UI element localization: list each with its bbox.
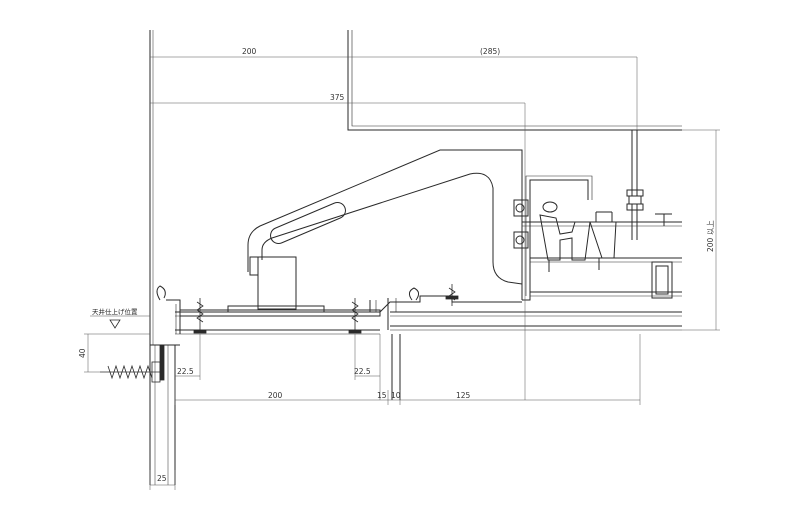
dim-wall-25: 25 — [157, 474, 167, 483]
screw-right — [348, 298, 362, 334]
dim-bottom-125: 125 — [456, 391, 471, 400]
hanger-clamp — [539, 211, 617, 272]
hanger-rod — [626, 130, 644, 240]
panel-frame — [156, 285, 420, 334]
level-label: 天井仕上げ位置 — [92, 307, 138, 316]
screw-channel — [445, 284, 459, 306]
dim-top-left: 200 — [242, 47, 257, 56]
bracket-arm — [247, 149, 523, 310]
dim-overall: 375 — [330, 93, 345, 102]
dim-edge-left: 22.5 — [177, 367, 194, 376]
bracket-clip — [513, 175, 593, 301]
dim-bottom-15: 15 — [377, 391, 387, 400]
screws — [193, 284, 459, 334]
dim-bottom-span: 200 — [268, 391, 283, 400]
ceiling-level-mark: 天井仕上げ位置 — [90, 307, 150, 329]
dim-top-right: (285) — [480, 47, 500, 56]
level-triangle-icon — [109, 319, 121, 329]
wall — [149, 30, 180, 485]
upper-structure — [347, 30, 682, 131]
dim-height-right: 200 以上 — [706, 220, 715, 252]
screw-left — [193, 298, 207, 334]
carrying-channel — [522, 213, 682, 299]
dimension-lines — [84, 56, 720, 490]
dim-offset-40: 40 — [78, 348, 87, 358]
wall-anchor — [100, 344, 165, 383]
dimension-labels: 200 (285) 375 200 以上 40 22.5 22.5 200 15… — [78, 47, 715, 483]
dim-edge-right: 22.5 — [354, 367, 371, 376]
dim-bottom-10: 10 — [391, 391, 401, 400]
